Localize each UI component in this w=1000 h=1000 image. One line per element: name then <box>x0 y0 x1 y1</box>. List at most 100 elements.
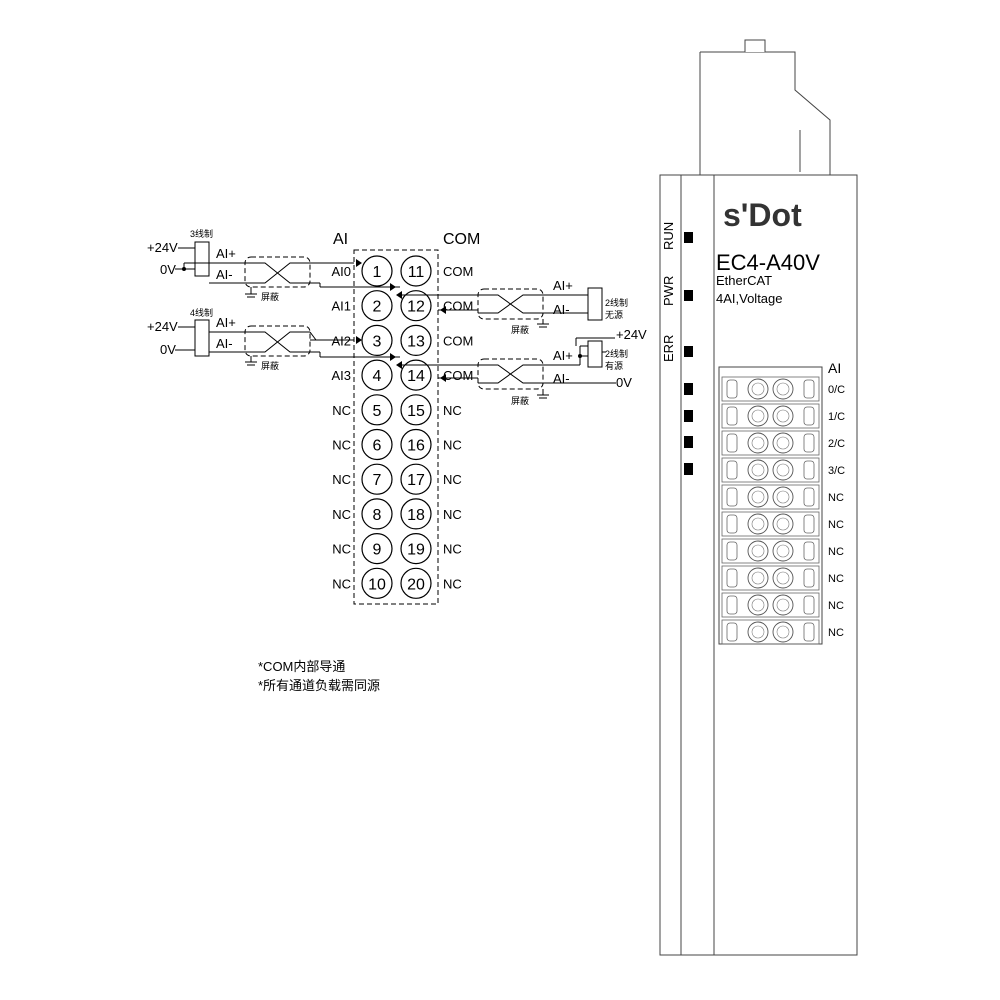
port-row: 2/C <box>721 430 845 456</box>
plus24v-label-1: +24V <box>147 319 178 334</box>
port-latch-right <box>803 568 815 588</box>
zero-v-label-2: 0V <box>616 375 632 390</box>
terminal-left <box>361 567 393 599</box>
port-hole-right <box>772 567 794 589</box>
port-label: NC <box>828 492 844 504</box>
terminal-left-label: NC <box>332 472 351 487</box>
terminal-left <box>361 394 393 426</box>
terminal-right-number: 11 <box>408 264 425 281</box>
terminal-right-label: NC <box>443 507 462 522</box>
port-hole-left <box>747 594 769 616</box>
port-row: NC <box>721 619 844 645</box>
com-header: COM <box>443 231 480 248</box>
device-model: EC4-A40V <box>716 250 820 275</box>
terminal-right <box>400 290 432 322</box>
terminal-block-outline <box>353 249 439 605</box>
ai-minus-label-1: AI- <box>216 336 233 351</box>
ai-plus-label-3: AI+ <box>553 348 573 363</box>
plus24v-label-0: +24V <box>147 240 178 255</box>
note-same-source: *所有通道负载需同源 <box>258 678 380 693</box>
port-label: 0/C <box>828 384 845 396</box>
terminal-right-number: 17 <box>407 472 425 489</box>
terminal-right-number: 19 <box>407 542 425 559</box>
err-led <box>684 346 693 357</box>
terminal-left-number: 7 <box>373 472 382 489</box>
terminal-right-number: 15 <box>407 403 425 420</box>
port-hole-left <box>747 432 769 454</box>
port-row: NC <box>721 484 844 510</box>
terminal-right <box>400 394 432 426</box>
terminal-right <box>400 428 432 461</box>
note-com-internal: *COM内部导通 <box>258 659 345 674</box>
port-row: NC <box>721 538 844 564</box>
terminal-right-label: COM <box>443 264 473 279</box>
terminal-left-label: AI0 <box>331 264 351 279</box>
terminal-right-number: 16 <box>407 438 425 455</box>
terminal-right-label: COM <box>443 333 473 348</box>
terminal-left-number: 9 <box>373 542 382 559</box>
sensor-two-wire-active-box <box>587 340 603 368</box>
sensor-four-wire: 4线制 +24V 0V AI+ AI- 屏蔽 <box>147 307 400 371</box>
channel-led-2 <box>684 436 693 448</box>
shield-cable-3 <box>477 358 544 390</box>
terminal-right-label: COM <box>443 368 473 383</box>
brand-logo: s'Dot <box>723 197 802 233</box>
terminal-right-label: NC <box>443 403 462 418</box>
terminal-left <box>361 498 393 530</box>
port-label: NC <box>828 519 844 531</box>
shield-label-0: 屏蔽 <box>261 291 279 302</box>
terminal-left-label: AI3 <box>331 368 351 383</box>
pwr-led <box>684 290 693 301</box>
port-label: NC <box>828 600 844 612</box>
passive-label: 无源 <box>605 310 623 320</box>
terminal-left-label: NC <box>332 438 351 453</box>
sensor-three-wire: 3线制 +24V 0V AI+ AI- 屏蔽 <box>147 228 400 302</box>
port-latch-left <box>726 379 738 399</box>
terminal-left-label: AI2 <box>331 333 351 348</box>
channel-led-1 <box>684 410 693 422</box>
ai-minus-label-2: AI- <box>553 302 570 317</box>
terminal-left-label: AI1 <box>331 299 351 314</box>
ai-minus-label-0: AI- <box>216 267 233 282</box>
terminal-left <box>361 532 393 565</box>
shield-label-1: 屏蔽 <box>261 360 279 371</box>
port-hole-left <box>747 513 769 535</box>
terminal-right <box>400 498 432 530</box>
port-row: NC <box>721 511 844 537</box>
err-label: ERR <box>661 335 676 362</box>
terminal-left-label: NC <box>332 403 351 418</box>
port-hole-left <box>747 567 769 589</box>
port-latch-left <box>726 541 738 561</box>
terminal-right-label: NC <box>443 576 462 591</box>
plus24v-label-2: +24V <box>616 327 647 342</box>
device-desc: 4AI,Voltage <box>716 291 783 306</box>
port-hole-right <box>772 594 794 616</box>
port-latch-right <box>803 487 815 507</box>
port-latch-left <box>726 406 738 426</box>
active-label: 有源 <box>605 360 623 371</box>
channel-led-3 <box>684 463 693 475</box>
ai-plus-label-1: AI+ <box>216 315 236 330</box>
terminal-right-number: 13 <box>407 333 425 350</box>
port-hole-right <box>772 486 794 508</box>
three-wire-label: 3线制 <box>190 228 213 239</box>
ai-plus-label-2: AI+ <box>553 278 573 293</box>
port-latch-right <box>803 514 815 534</box>
sensor-two-wire-passive: AI+ AI- 2线制 无源 屏蔽 <box>396 278 628 335</box>
terminal-left <box>361 290 393 322</box>
port-latch-right <box>803 379 815 399</box>
ai-header: AI <box>333 231 348 248</box>
terminal-left-number: 4 <box>373 368 382 385</box>
port-row: 3/C <box>721 457 845 483</box>
sensor-three-wire-box <box>194 241 210 277</box>
terminal-left-label: NC <box>332 576 351 591</box>
port-latch-right <box>803 433 815 453</box>
terminal-left-number: 8 <box>373 507 382 524</box>
terminal-right-label: COM <box>443 299 473 314</box>
port-connector <box>718 366 823 645</box>
port-hole-right <box>772 405 794 427</box>
port-latch-left <box>726 433 738 453</box>
